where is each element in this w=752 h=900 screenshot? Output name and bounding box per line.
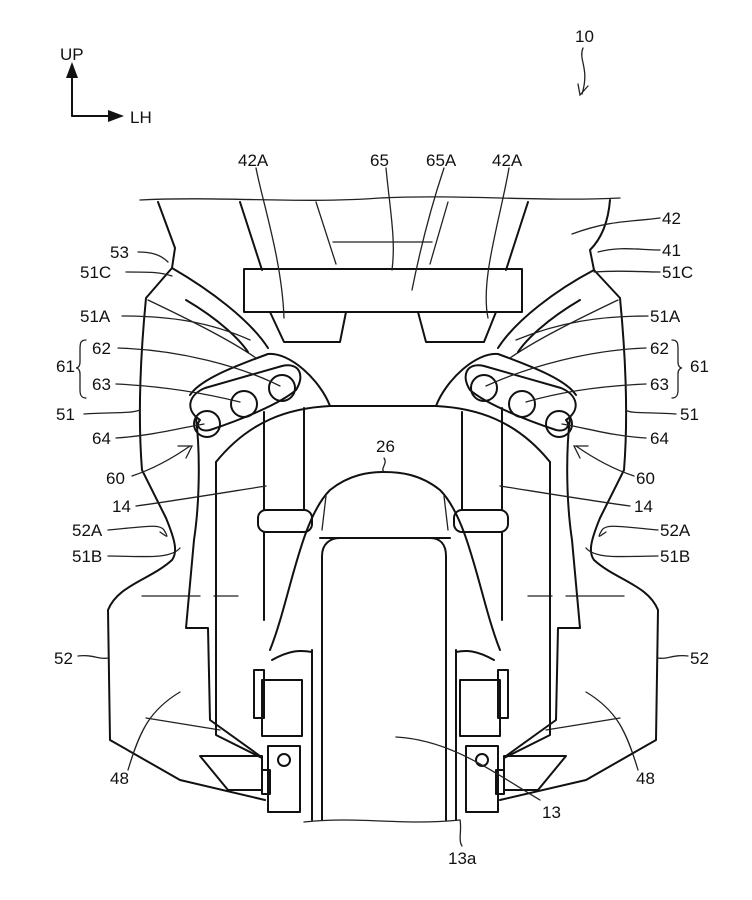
label-48-right: 48 xyxy=(636,769,655,788)
arrow-60-left-icon xyxy=(177,445,194,459)
break-line-bottom xyxy=(303,819,461,823)
brace-61-right xyxy=(671,339,683,399)
up-label: UP xyxy=(60,45,84,64)
label-14-right: 14 xyxy=(634,497,653,516)
bracket-42A-right xyxy=(417,311,497,343)
brake-caliper-right xyxy=(455,650,509,813)
lamp-63-right xyxy=(508,390,536,418)
brace-61-left xyxy=(75,339,87,399)
label-63-right: 63 xyxy=(650,375,669,394)
label-64-left: 64 xyxy=(92,429,111,448)
brake-caliper-left xyxy=(253,650,313,813)
label-51B-right: 51B xyxy=(660,547,690,566)
reference-10: 10 xyxy=(575,27,594,97)
label-62-left: 62 xyxy=(92,339,111,358)
front-wheel-13 xyxy=(303,537,461,823)
label-51C-left: 51C xyxy=(80,263,111,282)
lamp-unit-61-left xyxy=(189,364,302,438)
bracket-42A-left xyxy=(269,311,347,343)
label-60-left: 60 xyxy=(106,469,125,488)
front-fork-left xyxy=(257,407,313,621)
lamp-64-right xyxy=(545,410,573,438)
label-61-left: 61 xyxy=(56,357,75,376)
label-52A-left: 52A xyxy=(72,521,103,540)
label-52A-right: 52A xyxy=(660,521,691,540)
arrow-60-right-icon xyxy=(572,445,589,459)
break-line-top xyxy=(139,196,621,201)
label-51B-left: 51B xyxy=(72,547,102,566)
label-65A: 65A xyxy=(426,151,457,170)
label-42: 42 xyxy=(662,209,681,228)
orientation-indicator: UP LH xyxy=(60,45,152,127)
label-60-right: 60 xyxy=(636,469,655,488)
label-41: 41 xyxy=(662,241,681,260)
label-48-left: 48 xyxy=(110,769,129,788)
label-51-left: 51 xyxy=(56,405,75,424)
label-51C-right: 51C xyxy=(662,263,693,282)
up-arrow-icon xyxy=(66,62,78,78)
front-fork-right xyxy=(453,407,509,621)
lower-cover-left xyxy=(199,755,263,791)
label-62-right: 62 xyxy=(650,339,669,358)
lower-cover-right xyxy=(503,755,567,791)
label-26: 26 xyxy=(376,437,395,456)
label-52-left: 52 xyxy=(54,649,73,668)
lh-arrow-icon xyxy=(108,110,124,122)
side-cowl-right xyxy=(435,269,659,801)
label-14-left: 14 xyxy=(112,497,131,516)
reference-labels: 42A 65 65A 42A 42 41 53 51C 51C 51A 51A … xyxy=(54,151,709,868)
lamp-64-left xyxy=(193,410,221,438)
leader-lines xyxy=(77,167,689,847)
lamp-unit-61-right xyxy=(464,364,577,438)
reference-numeral: 10 xyxy=(575,27,594,46)
label-64-right: 64 xyxy=(650,429,669,448)
label-63-left: 63 xyxy=(92,375,111,394)
lamp-62-left xyxy=(268,374,296,402)
label-13a: 13a xyxy=(448,849,477,868)
label-42A-left: 42A xyxy=(238,151,269,170)
label-51A-left: 51A xyxy=(80,307,111,326)
front-cover-arc xyxy=(215,405,551,463)
label-53: 53 xyxy=(110,243,129,262)
label-42A-right: 42A xyxy=(492,151,523,170)
reference-arrowhead-icon xyxy=(577,83,589,97)
lamp-63-left xyxy=(230,390,258,418)
label-65: 65 xyxy=(370,151,389,170)
reference-arrow-lead xyxy=(581,47,586,95)
label-51A-right: 51A xyxy=(650,307,681,326)
label-13: 13 xyxy=(542,803,561,822)
component-65 xyxy=(243,268,523,313)
lamp-62-right xyxy=(470,374,498,402)
lh-label: LH xyxy=(130,108,152,127)
label-51-right: 51 xyxy=(680,405,699,424)
upper-cowl-42 xyxy=(157,199,611,271)
label-52-right: 52 xyxy=(690,649,709,668)
side-cowl-left xyxy=(107,267,331,801)
label-61-right: 61 xyxy=(690,357,709,376)
